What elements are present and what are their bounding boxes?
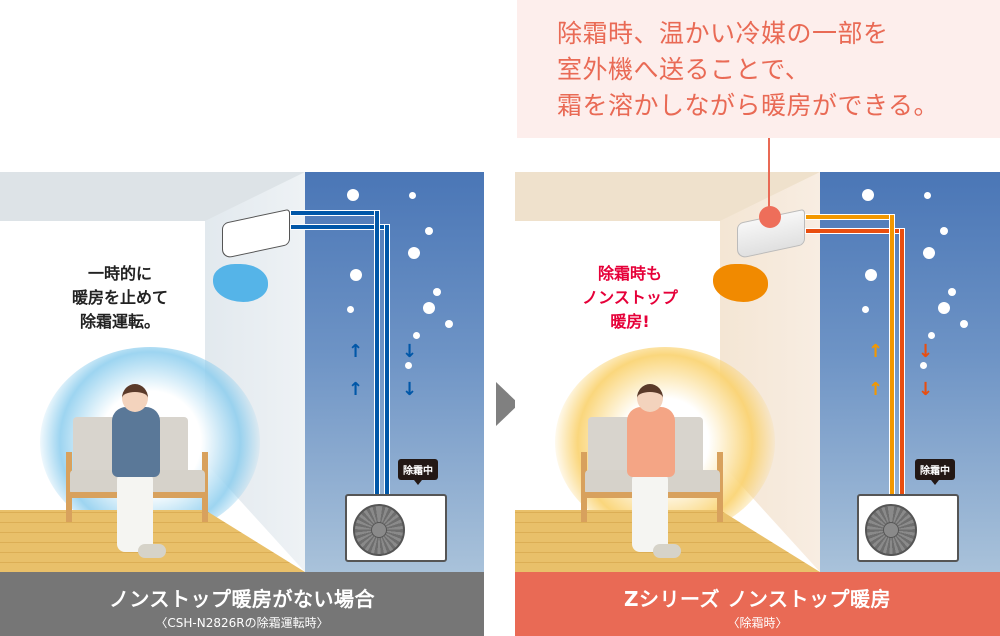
person-cold bbox=[112, 407, 160, 477]
caption-line: 一時的に bbox=[87, 264, 152, 283]
arrow-down-icon: ↓ bbox=[918, 379, 934, 400]
snowflake-icon bbox=[923, 247, 935, 259]
hot-refrigerant-pipe bbox=[899, 228, 905, 500]
person-legs bbox=[117, 472, 153, 552]
arrow-up-icon: ↑ bbox=[348, 341, 364, 362]
outdoor-unit bbox=[857, 494, 959, 562]
fan-icon bbox=[353, 504, 405, 556]
snowflake-icon bbox=[960, 320, 968, 328]
snowflake-icon bbox=[865, 269, 877, 281]
refrigerant-pipe bbox=[384, 224, 390, 500]
caption-line: 除霜運転。 bbox=[79, 312, 160, 331]
panel-footer: Zシリーズ ノンストップ暖房 〈除霜時〉 bbox=[515, 572, 1000, 636]
person-head bbox=[637, 384, 663, 412]
defrost-badge: 除霜中 bbox=[398, 459, 438, 485]
outdoor-unit bbox=[345, 494, 447, 562]
sofa-arm bbox=[581, 452, 587, 522]
refrigerant-pipe bbox=[374, 210, 380, 500]
snowflake-icon bbox=[433, 288, 441, 296]
fan-icon bbox=[865, 504, 917, 556]
cold-air-icon bbox=[213, 264, 268, 302]
snowflake-icon bbox=[920, 362, 927, 369]
panel-nonstop-heating: 除霜時も ノンストップ 暖房! ↑ ↑ ↓ ↓ 除霜中 Zシリーズ ノンストップ… bbox=[515, 172, 1000, 636]
snowflake-icon bbox=[948, 288, 956, 296]
snowflake-icon bbox=[423, 302, 435, 314]
callout-pointer-dot bbox=[759, 206, 781, 228]
arrow-up-icon: ↑ bbox=[868, 341, 884, 362]
caption-line: 暖房を止めて bbox=[71, 288, 168, 307]
slippers bbox=[138, 544, 166, 558]
arrow-down-icon: ↓ bbox=[402, 341, 418, 362]
callout-text: 除霜時、温かい冷媒の一部を 室外機へ送ることで、 霜を溶かしながら暖房ができる。 bbox=[557, 16, 939, 124]
caption-line: 除霜時も bbox=[597, 264, 662, 283]
snowflake-icon bbox=[413, 332, 420, 339]
snowflake-icon bbox=[425, 227, 433, 235]
triangle-right-icon bbox=[496, 382, 519, 426]
snowflake-icon bbox=[938, 302, 950, 314]
snowflake-icon bbox=[347, 189, 359, 201]
caption-line: ノンストップ bbox=[582, 288, 678, 307]
arrow-down-icon: ↓ bbox=[918, 341, 934, 362]
callout-pointer-line bbox=[768, 138, 770, 216]
panel-without-nonstop: 一時的に 暖房を止めて 除霜運転。 ↑ ↑ ↓ ↓ 除霜中 ノンストップ暖房がな… bbox=[0, 172, 484, 636]
arrow-down-icon: ↓ bbox=[402, 379, 418, 400]
sofa-arm bbox=[717, 452, 723, 522]
footer-subtitle: 〈除霜時〉 bbox=[727, 616, 788, 630]
arrow-up-icon: ↑ bbox=[348, 379, 364, 400]
snowflake-icon bbox=[347, 306, 354, 313]
warm-refrigerant-pipe bbox=[805, 214, 895, 220]
arrow-up-icon: ↑ bbox=[868, 379, 884, 400]
caption-line: 暖房! bbox=[610, 312, 650, 331]
slippers bbox=[653, 544, 681, 558]
snowflake-icon bbox=[350, 269, 362, 281]
snowflake-icon bbox=[862, 189, 874, 201]
person-warm bbox=[627, 407, 675, 477]
sofa-arm bbox=[66, 452, 72, 522]
footer-title: ノンストップ暖房がない場合 bbox=[108, 587, 376, 611]
callout-line-3: 霜を溶かしながら暖房ができる。 bbox=[557, 91, 940, 120]
fan-hub bbox=[883, 522, 899, 538]
snowflake-icon bbox=[928, 332, 935, 339]
person-head bbox=[122, 384, 148, 412]
callout-box: 除霜時、温かい冷媒の一部を 室外機へ送ることで、 霜を溶かしながら暖房ができる。 bbox=[517, 0, 1000, 138]
footer-title: Zシリーズ ノンストップ暖房 bbox=[623, 587, 892, 611]
snowflake-icon bbox=[405, 362, 412, 369]
snowflake-icon bbox=[409, 192, 416, 199]
snowflake-icon bbox=[940, 227, 948, 235]
panel-footer: ノンストップ暖房がない場合 〈CSH-N2826Rの除霜運転時〉 bbox=[0, 572, 484, 636]
callout-line-2: 室外機へ送ることで、 bbox=[557, 55, 811, 84]
panel-caption: 除霜時も ノンストップ 暖房! bbox=[570, 262, 690, 334]
warm-air-icon bbox=[713, 264, 768, 302]
refrigerant-pipe bbox=[290, 210, 380, 216]
person-legs bbox=[632, 472, 668, 552]
snowflake-icon bbox=[445, 320, 453, 328]
snowflake-icon bbox=[924, 192, 931, 199]
callout-line-1: 除霜時、温かい冷媒の一部を bbox=[557, 19, 889, 48]
snowflake-icon bbox=[408, 247, 420, 259]
footer-subtitle: 〈CSH-N2826Rの除霜運転時〉 bbox=[155, 616, 329, 630]
snowflake-icon bbox=[862, 306, 869, 313]
defrost-badge: 除霜中 bbox=[915, 459, 955, 485]
fan-hub bbox=[371, 522, 387, 538]
sofa-arm bbox=[202, 452, 208, 522]
warm-refrigerant-pipe bbox=[889, 214, 895, 500]
panel-caption: 一時的に 暖房を止めて 除霜運転。 bbox=[60, 262, 180, 334]
